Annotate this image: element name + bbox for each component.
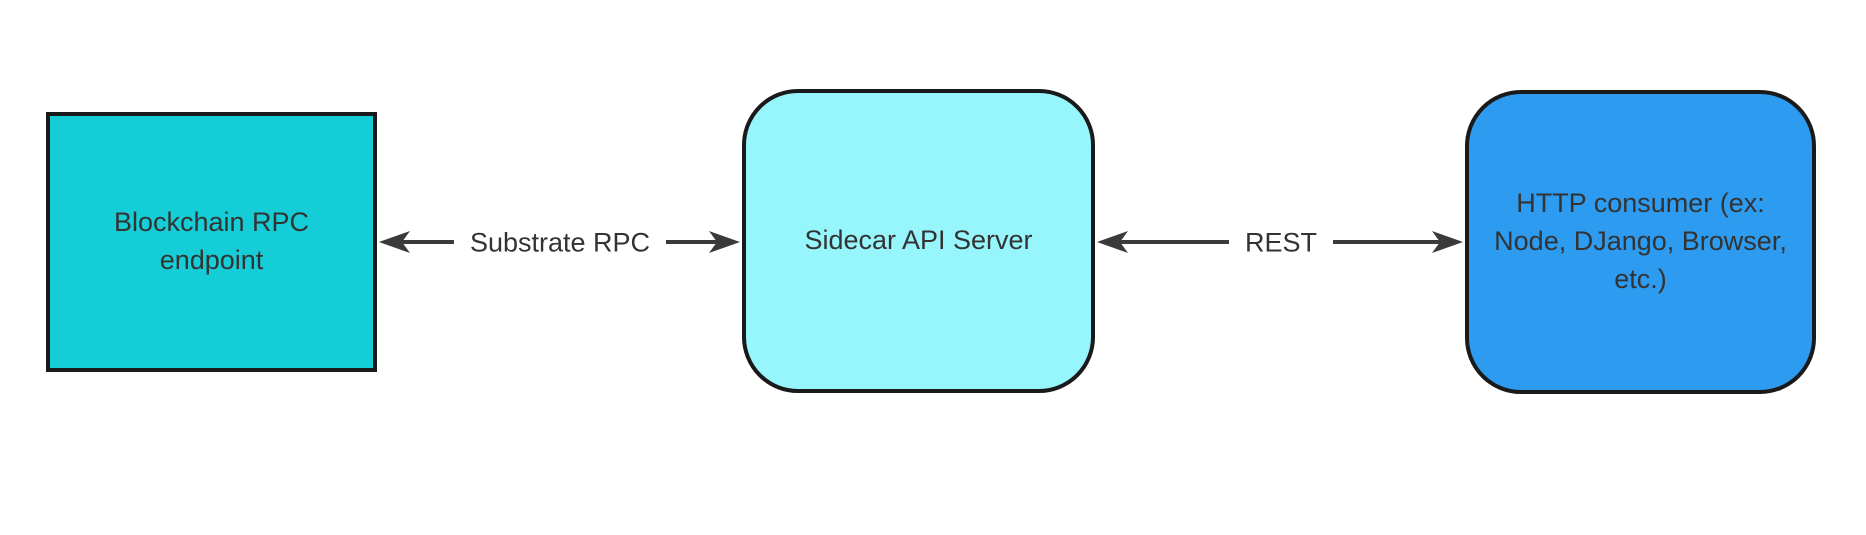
node-blockchain-rpc-endpoint: Blockchain RPC endpoint bbox=[46, 112, 377, 372]
left-arrowhead-icon bbox=[379, 231, 410, 253]
right-arrowhead-icon bbox=[709, 231, 740, 253]
edge-label-rest: REST bbox=[1228, 227, 1334, 259]
right-arrowhead-icon bbox=[1432, 231, 1463, 253]
node-sidecar-api-server: Sidecar API Server bbox=[742, 89, 1095, 393]
edge-label-substrate-rpc: Substrate RPC bbox=[453, 227, 667, 259]
node-blockchain-rpc-endpoint-label: Blockchain RPC endpoint bbox=[113, 207, 310, 275]
left-arrowhead-icon bbox=[1097, 231, 1128, 253]
node-sidecar-api-server-label: Sidecar API Server bbox=[804, 225, 1033, 256]
node-http-consumer-label: HTTP consumer (ex: Node, DJango, Browser… bbox=[1494, 188, 1787, 294]
node-http-consumer: HTTP consumer (ex: Node, DJango, Browser… bbox=[1465, 90, 1816, 394]
